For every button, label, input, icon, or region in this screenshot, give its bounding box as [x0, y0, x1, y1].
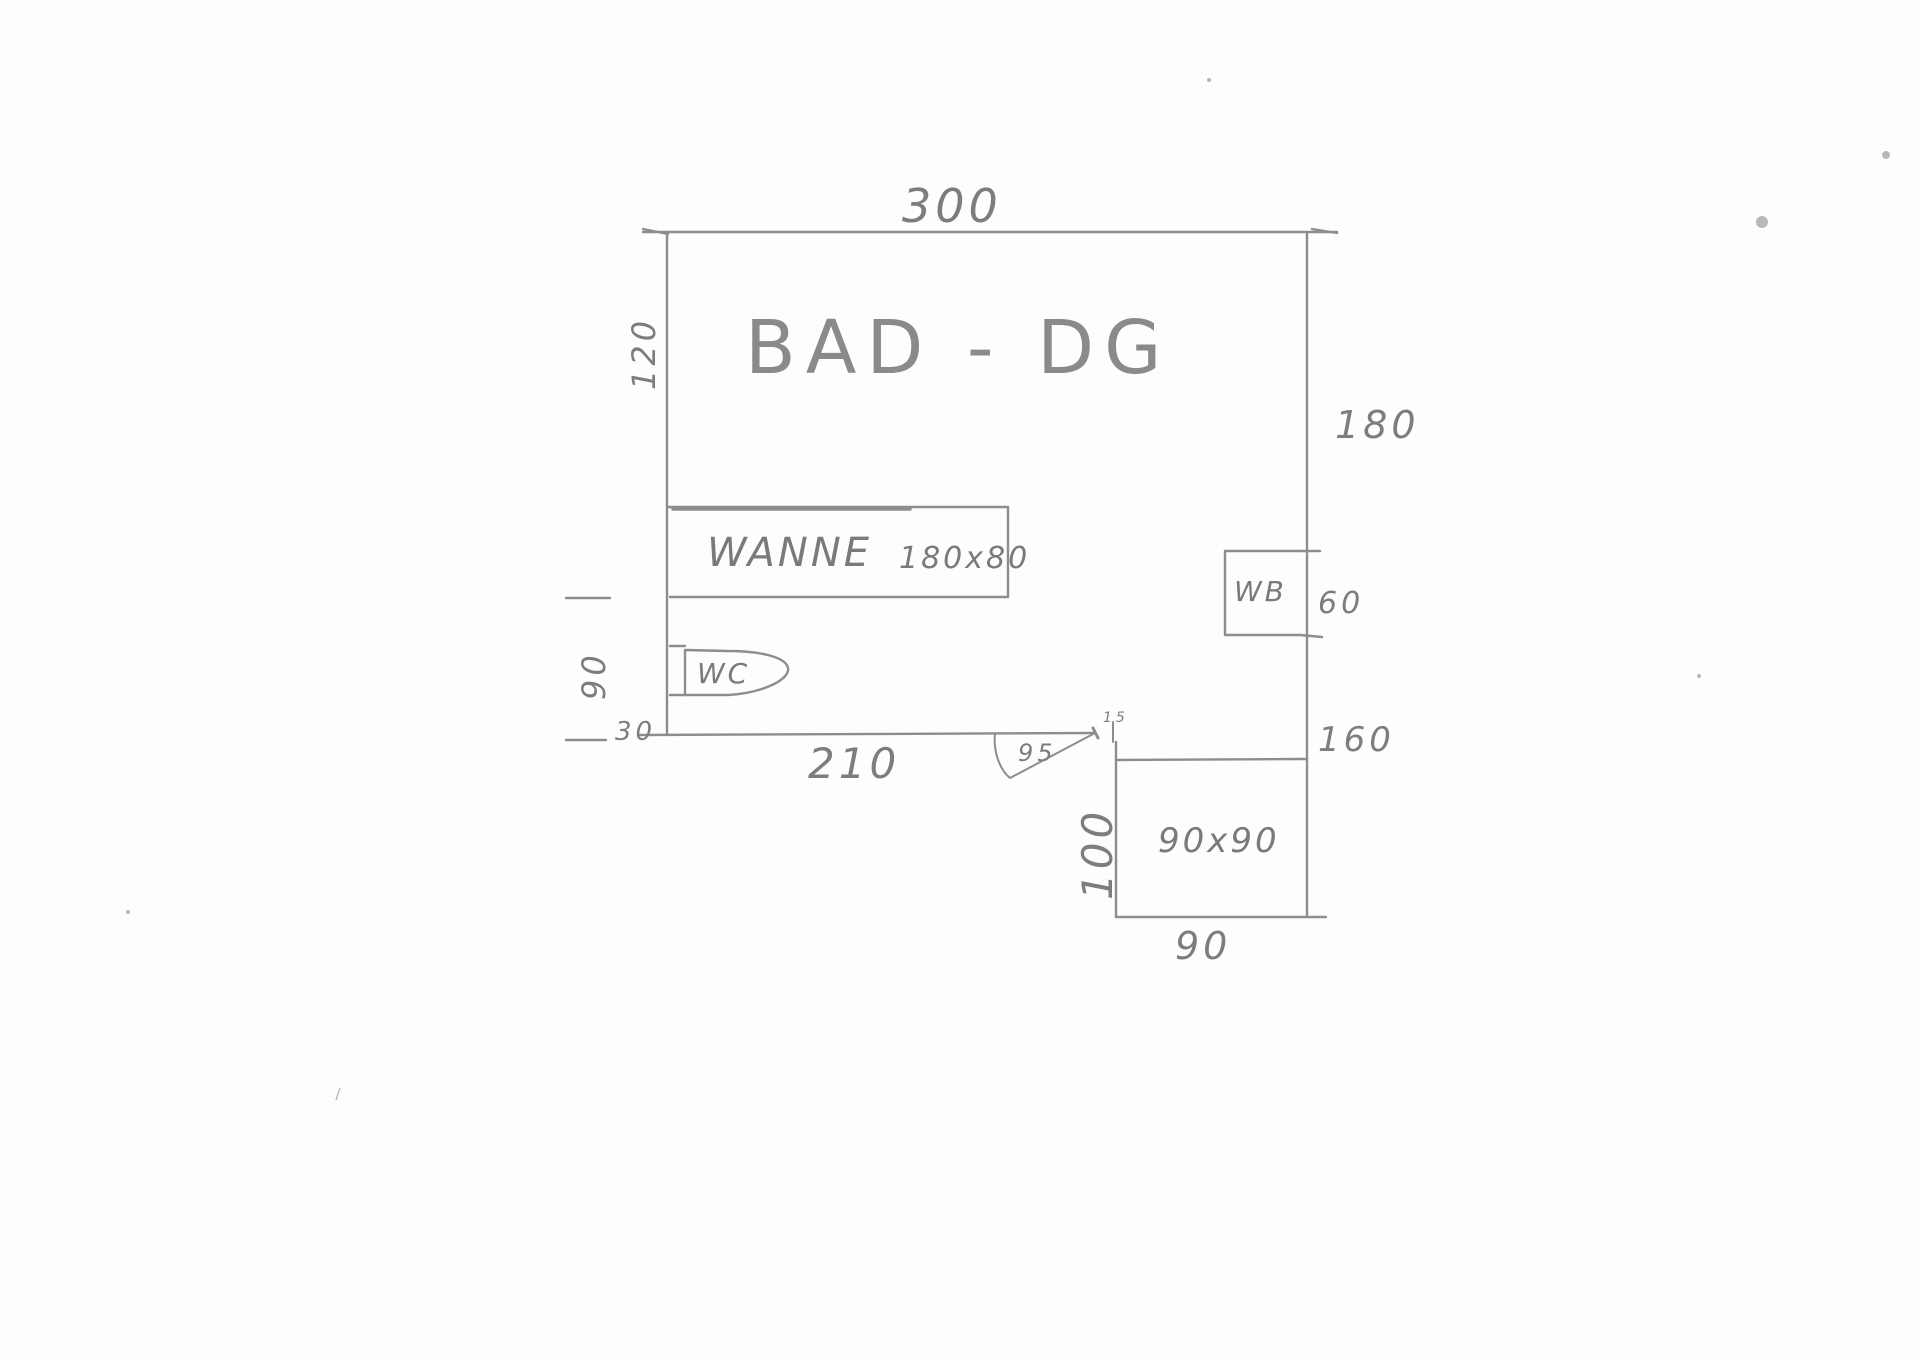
dim-door-width: 95 [1018, 739, 1057, 767]
sink-label: WB [1234, 575, 1287, 608]
room-walls [638, 227, 1339, 919]
dim-top-width: 300 [902, 179, 1002, 233]
dim-corner-offset: 30 [615, 717, 656, 747]
dim-toilet-depth: 90 [575, 651, 613, 700]
shower-size: 90x90 [1158, 821, 1280, 861]
dim-right-bottom: 160 [1318, 720, 1395, 760]
sink [1223, 549, 1324, 639]
toilet [668, 644, 790, 697]
room-title: BAD - DG [745, 305, 1171, 391]
door [993, 721, 1114, 779]
tub-label: WANNE [707, 530, 872, 576]
toilet-label: WC [697, 657, 750, 690]
dim-jamb: 15 [1103, 710, 1129, 726]
left-dim-ticks [564, 596, 612, 742]
dim-right-top: 180 [1335, 403, 1420, 447]
dim-sink-width: 60 [1318, 586, 1364, 621]
dim-shower-left: 100 [1073, 808, 1122, 900]
dim-shower-bottom: 90 [1175, 924, 1231, 968]
dim-left-top: 120 [625, 317, 663, 390]
bathtub [665, 505, 1010, 599]
tub-size: 180x80 [899, 541, 1030, 576]
dim-bottom-left: 210 [808, 739, 900, 788]
shower [1114, 740, 1328, 919]
paper-marks [126, 78, 1890, 1101]
